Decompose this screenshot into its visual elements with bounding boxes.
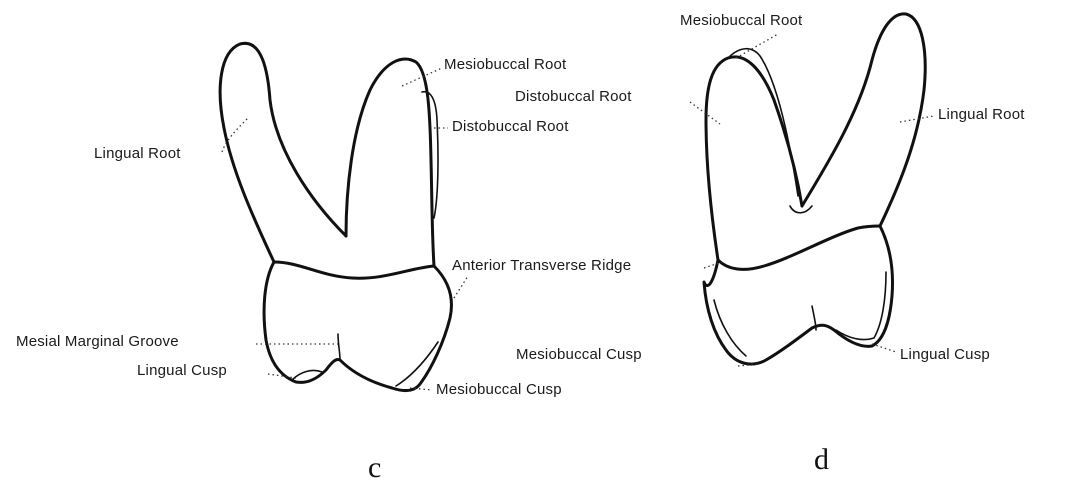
tooth-c-lingual-root [220, 43, 346, 262]
tooth-c-crown [264, 262, 451, 391]
tooth-c-mesial-groove [338, 334, 340, 360]
tooth-d-buccal-roots [706, 57, 802, 260]
leader-c-anterior-transverse-ridge [454, 276, 468, 298]
label-d-lingual-cusp: Lingual Cusp [900, 346, 990, 364]
tooth-c-mesiobuccal-root [346, 59, 434, 266]
label-c-anterior-transverse-ridge: Anterior Transverse Ridge [452, 257, 631, 275]
tooth-d-distobuccal-root [728, 49, 798, 196]
tooth-c-drawing [220, 43, 451, 390]
label-c-mesiobuccal-cusp: Mesiobuccal Cusp [436, 381, 562, 399]
leader-d-lingual-root [900, 116, 934, 122]
label-c-distobuccal-root: Distobuccal Root [452, 118, 569, 136]
leader-d-mesiobuccal-root [736, 34, 778, 58]
tooth-d-lingual-root [802, 14, 925, 226]
label-d-lingual-root: Lingual Root [938, 106, 1025, 124]
label-d-distobuccal-root: Distobuccal Root [515, 88, 632, 106]
panel-label-c: c [368, 452, 381, 484]
label-c-lingual-root: Lingual Root [94, 145, 181, 163]
label-c-mesiobuccal-root: Mesiobuccal Root [444, 56, 566, 74]
panel-label-d: d [814, 444, 829, 476]
tooth-d-lingual-cusp-ridge [836, 272, 886, 340]
tooth-d-mesiobuccal-cusp-ridge [714, 300, 746, 356]
tooth-d-cervical-line [718, 226, 880, 269]
label-d-mesiobuccal-root: Mesiobuccal Root [680, 12, 802, 30]
tooth-c-cervical-line [274, 262, 434, 278]
tooth-d-crown [704, 226, 893, 364]
tooth-d-drawing [704, 14, 925, 364]
label-d-mesiobuccal-cusp: Mesiobuccal Cusp [516, 346, 642, 364]
label-c-lingual-cusp: Lingual Cusp [137, 362, 227, 380]
label-c-mesial-marginal-groove: Mesial Marginal Groove [16, 333, 179, 351]
